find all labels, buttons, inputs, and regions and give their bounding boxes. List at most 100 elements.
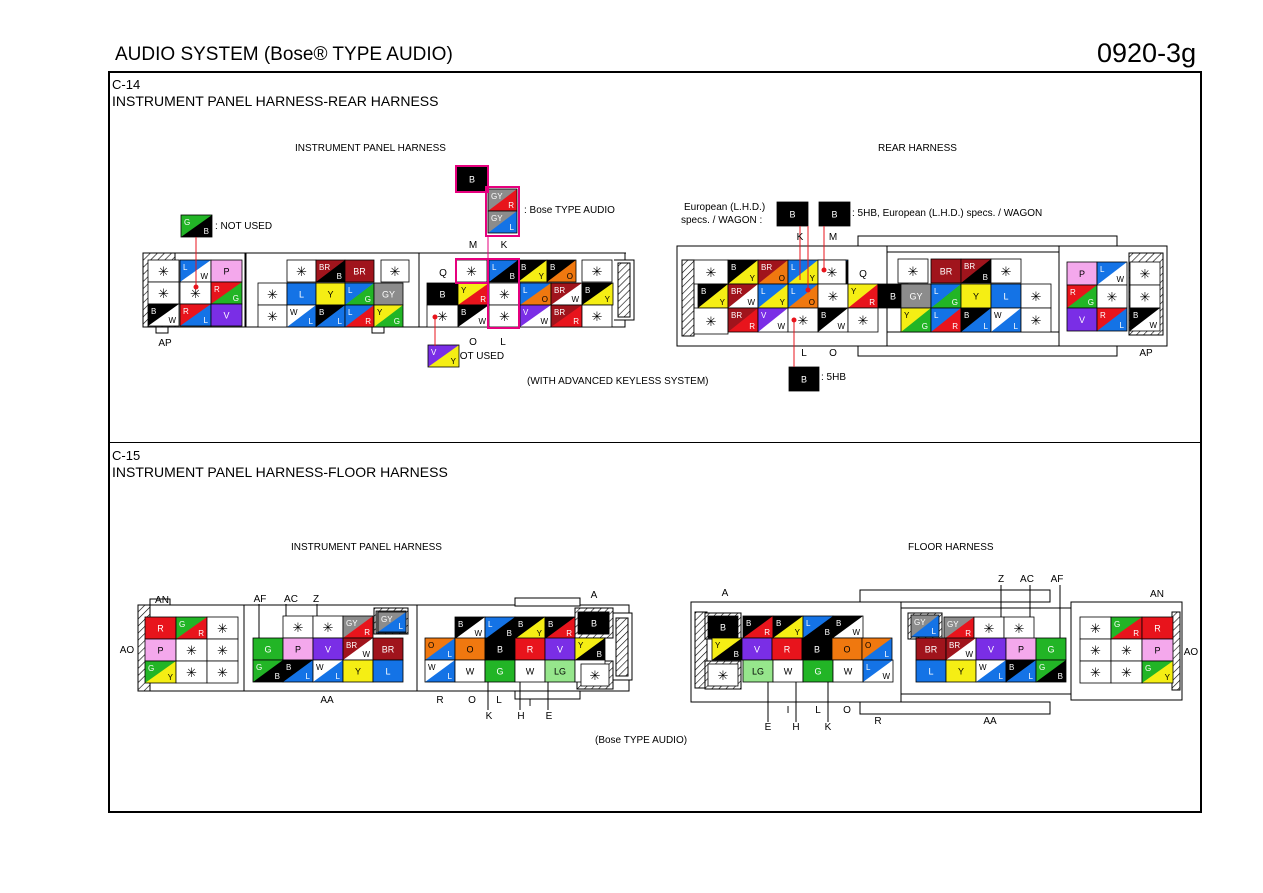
c15-left-c3-pin: LB	[484, 616, 516, 640]
svg-text:B: B	[701, 287, 706, 296]
svg-text:W: W	[994, 311, 1002, 320]
c14-left-c3-pin: BO	[546, 259, 577, 283]
wire-dot	[791, 317, 797, 323]
c15-left-harness-label: INSTRUMENT PANEL HARNESS	[291, 542, 442, 553]
c14-left-c2-pin: ✳	[257, 282, 288, 306]
unused-pin-symbol: ✳	[1031, 313, 1042, 328]
unused-pin-symbol: ✳	[984, 621, 995, 636]
svg-text:B: B	[821, 311, 826, 320]
svg-text:Y: Y	[904, 311, 910, 320]
svg-text:L: L	[866, 663, 871, 672]
c14-right-c1-pin: ✳	[847, 307, 879, 333]
svg-text:R: R	[364, 628, 370, 637]
svg-text:W: W	[837, 322, 845, 331]
c15-right-c2-pin: GYL	[910, 614, 940, 638]
c14-left-c1-pin: P	[210, 259, 243, 283]
connector-letter-a: A	[591, 590, 598, 601]
svg-text:B: B	[776, 619, 781, 628]
svg-text:O: O	[843, 645, 850, 655]
svg-text:L: L	[761, 287, 766, 296]
svg-text:Y: Y	[958, 667, 964, 677]
legend-pin-bose: GYR	[487, 188, 518, 212]
c15-right-c2-pin: BL	[1005, 659, 1037, 683]
svg-text:B: B	[510, 272, 515, 281]
svg-text:R: R	[869, 298, 875, 307]
c15-left-c3-pin: OL	[424, 637, 456, 661]
c15-right-c1-pin: G	[802, 659, 834, 683]
c14-right-c1-pin: ✳	[787, 307, 819, 333]
c15-right-top-rail	[859, 589, 1051, 603]
c15-right-c2-pin: WL	[975, 659, 1007, 683]
c15-right-c1-pin: W	[772, 659, 804, 683]
c14-right-c3-pin: LW	[1096, 261, 1128, 286]
c14-right-c2-pin: ✳	[1020, 307, 1052, 333]
c15-left-c2-pin: ✳	[312, 615, 344, 639]
c14-left-c3-pin: BRR	[550, 304, 583, 328]
legend-pin-5hb: B	[788, 366, 820, 392]
svg-text:B: B	[1009, 663, 1014, 672]
c15-left-c3-pin: W	[454, 659, 486, 683]
legend-pin-bose: GYL	[487, 210, 518, 234]
c14-left-c1-pin: ✳	[147, 281, 180, 305]
svg-text:B: B	[548, 620, 553, 629]
c14-left-tail-hatch	[617, 262, 631, 318]
unused-pin-symbol: ✳	[798, 313, 809, 328]
unused-pin-symbol: ✳	[718, 668, 729, 683]
svg-text:B: B	[1058, 672, 1063, 681]
svg-text:L: L	[934, 311, 939, 320]
c14-right-c1-pin: BRR	[727, 307, 759, 333]
section-divider	[108, 442, 1202, 443]
svg-text:W: W	[979, 663, 987, 672]
svg-text:BR: BR	[731, 287, 742, 296]
svg-text:L: L	[934, 287, 939, 296]
svg-text:L: L	[448, 650, 453, 659]
svg-text:W: W	[1149, 321, 1157, 330]
c14-left-c3-pin: ✳	[455, 259, 488, 283]
c15-right-c1-pin: O	[831, 637, 863, 661]
c14-left-c2-pin: ✳	[380, 259, 410, 283]
svg-text:W: W	[474, 629, 482, 638]
c14-not-used-label-2: : NOT USED	[447, 351, 505, 362]
unused-pin-symbol: ✳	[466, 264, 477, 279]
pin-letter-h: H	[792, 722, 799, 733]
svg-text:B: B	[591, 619, 597, 629]
svg-text:W: W	[777, 322, 785, 331]
svg-text:B: B	[204, 227, 209, 236]
svg-text:B: B	[550, 263, 555, 272]
c14-5hb-euro-label: : 5HB, European (L.H.D.) specs. / WAGON	[852, 208, 1043, 219]
svg-text:G: G	[365, 295, 371, 304]
c14-right-c1-pin: LO	[787, 283, 819, 309]
svg-text:L: L	[399, 622, 404, 631]
svg-text:GY: GY	[346, 619, 358, 628]
wire-dot	[432, 314, 438, 320]
c14-left-c3-pin: ✳	[488, 304, 521, 328]
c15-left-c3-pin: BW	[454, 616, 486, 640]
svg-text:P: P	[223, 267, 229, 277]
c15-right-c1-pin: R	[771, 637, 803, 661]
c14-right-c1-pin: YR	[847, 283, 879, 309]
pin-letter-k: K	[501, 240, 508, 251]
svg-text:Y: Y	[461, 286, 467, 295]
c15-right-c3-pin: ✳	[1079, 638, 1112, 662]
svg-text:B: B	[734, 650, 739, 659]
svg-text:L: L	[299, 290, 304, 300]
svg-text:R: R	[1070, 288, 1076, 297]
svg-text:G: G	[1047, 645, 1054, 655]
pin-letter-h: H	[517, 711, 524, 722]
svg-text:Y: Y	[539, 272, 545, 281]
c14-left-c2-pin: LR	[344, 304, 375, 328]
svg-text:L: L	[204, 316, 209, 325]
c15-right-c2-pin: ✳	[973, 616, 1005, 640]
c15-left-c1-pin: ✳	[206, 660, 239, 684]
unused-pin-symbol: ✳	[592, 309, 603, 324]
svg-text:Y: Y	[605, 295, 611, 304]
pin-letter-ac: AC	[284, 594, 298, 605]
bose-highlight-legend	[485, 186, 520, 237]
c15-right-c1-pin: B	[707, 615, 739, 639]
c15-right-c1-pin: V	[741, 637, 773, 661]
svg-text:P: P	[295, 645, 301, 655]
c14-left-c2-pin: BL	[315, 304, 346, 328]
svg-text:W: W	[168, 316, 176, 325]
c15-left-c2-pin: GB	[252, 659, 284, 683]
svg-text:G: G	[1039, 663, 1045, 672]
